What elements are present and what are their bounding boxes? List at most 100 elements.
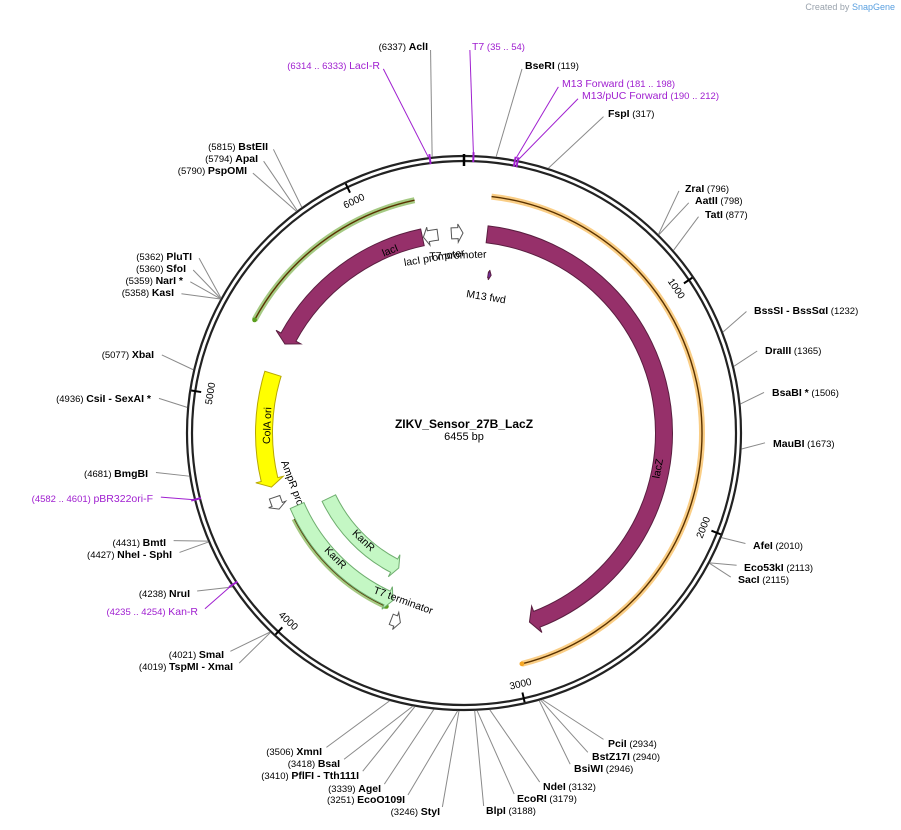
site-label-pspomi[interactable]: (5790) PspOMI [178,165,247,177]
primer-mark-laci-r [428,154,432,165]
tick-label: 5000 [204,381,218,405]
highlight-ring-tip [252,317,257,323]
site-label-bsabi[interactable]: BsaBI * (1506) [772,387,839,399]
site-label-draiii[interactable]: DraIII (1365) [765,345,821,357]
site-label-aatii[interactable]: AatII (798) [695,195,743,207]
site-leader [741,442,766,450]
site-leader [382,68,429,158]
site-label-smai[interactable]: (4021) SmaI [169,649,224,661]
highlight-ring-tip [519,661,525,667]
tick-label: 2000 [695,515,714,540]
site-leader [263,160,298,211]
site-label-bsiwi[interactable]: BsiWI (2946) [574,763,633,775]
site-leader [721,537,746,544]
highlight-ring-core [491,195,703,665]
site-leader [709,562,737,566]
feature-kanr [321,494,401,578]
feature-lacz [485,225,673,633]
site-label-xmni[interactable]: (3506) XmnI [266,746,322,758]
site-label-acli[interactable]: (6337) AclI [379,41,428,53]
site-leader [407,710,459,796]
site-label-bseri[interactable]: BseRI (119) [525,60,579,72]
site-label-m13-puc-forward[interactable]: M13/pUC Forward (190 .. 212) [582,90,719,102]
site-label-zrai[interactable]: ZraI (796) [685,183,729,195]
site-leader [204,585,232,610]
site-label-maubi[interactable]: MauBI (1673) [773,438,835,450]
site-leader [540,699,589,753]
site-label-nrui[interactable]: (4238) NruI [139,588,190,600]
feature-cola-ori [255,370,285,488]
site-leader [160,496,195,501]
feature-t7-promoter [450,223,464,245]
site-leader [441,710,460,808]
site-label-m13-forward[interactable]: M13 Forward (181 .. 198) [562,78,675,90]
site-label-laci-r[interactable]: (6314 .. 6333) LacI-R [287,60,380,72]
site-leader [489,709,541,783]
tick-mark [191,389,202,394]
feature-ampr-promoter [268,494,288,510]
site-label-bsssi-bsss-i[interactable]: BssSI - BssSαI (1232) [754,305,858,317]
site-label-eco53ki[interactable]: Eco53kI (2113) [744,562,813,574]
site-label-agei[interactable]: (3339) AgeI [328,783,381,795]
tick-mark [274,626,284,636]
site-leader [538,700,571,765]
site-label-xbai[interactable]: (5077) XbaI [102,349,154,361]
site-label-tati[interactable]: TatI (877) [705,209,748,221]
site-label-apai[interactable]: (5794) ApaI [205,153,258,165]
site-leader [179,541,209,553]
primer-mark-m13-puc-forward [515,157,520,168]
site-leader [469,49,474,156]
site-leader [658,190,680,235]
site-label-pbr322ori-f[interactable]: (4582 .. 4601) pBR322ori-F [32,493,153,505]
site-leader [161,354,194,371]
tick-mark [521,692,526,703]
site-label-bstz17i[interactable]: BstZ17I (2940) [592,751,660,763]
site-label-blpi[interactable]: BlpI (3188) [486,805,536,817]
site-label-tspmi-xmai[interactable]: (4019) TspMI - XmaI [139,661,233,673]
site-label-styi[interactable]: (3246) StyI [391,806,440,818]
site-label-pcii[interactable]: PciI (2934) [608,738,657,750]
site-leader [476,710,515,795]
site-leader [158,397,188,408]
site-label-ndei[interactable]: NdeI (3132) [543,781,596,793]
site-leader [192,269,222,299]
site-label-t7[interactable]: T7 (35 .. 54) [472,41,525,53]
site-label-bmti[interactable]: (4431) BmtI [113,537,167,549]
site-label-nhei-sphi[interactable]: (4427) NheI - SphI [87,549,172,561]
feature-label-laci: lacI [380,242,400,259]
site-leader [173,540,208,542]
site-leader [181,293,221,300]
site-label-bsteii[interactable]: (5815) BstEII [208,141,268,153]
site-label-saci[interactable]: SacI (2115) [738,574,789,586]
feature-label-t7-promoter: T7 promoter [429,249,487,263]
site-label-bmgbi[interactable]: (4681) BmgBI [84,468,148,480]
site-label-sfoi[interactable]: (5360) SfoI [136,263,186,275]
site-label-ecori[interactable]: EcoRI (3179) [517,793,577,805]
site-leader [474,710,485,807]
site-label-pflfi-tth111i[interactable]: (3410) PflFI - Tth111I [261,770,359,782]
site-label-kasi[interactable]: (5358) KasI [122,287,174,299]
site-label-nari[interactable]: (5359) NarI * [125,275,183,287]
snapgene-credit: Created by SnapGene [805,2,895,12]
site-label-ecoo109i[interactable]: (3251) EcoO109I [327,794,405,806]
site-leader [709,562,732,578]
snapgene-brand: SnapGene [851,2,895,12]
site-label-afei[interactable]: AfeI (2010) [753,540,803,552]
tick-label: 1000 [665,277,687,302]
site-leader [514,86,559,160]
site-leader [673,216,699,251]
site-label-fspi[interactable]: FspI (317) [608,108,654,120]
site-label-bsai[interactable]: (3418) BsaI [288,758,340,770]
site-leader [740,392,765,405]
site-label-kan-r[interactable]: (4235 .. 4254) Kan-R [106,606,198,618]
site-label-csii-sexai[interactable]: (4936) CsiI - SexAI * [56,393,152,405]
site-leader [495,68,523,158]
site-leader [238,632,271,664]
tick-mark [683,276,693,285]
site-leader [230,631,271,652]
site-leader [517,98,579,161]
site-label-pluti[interactable]: (5362) PluTI [136,251,192,263]
tick-mark [711,529,722,536]
site-leader [326,700,390,748]
